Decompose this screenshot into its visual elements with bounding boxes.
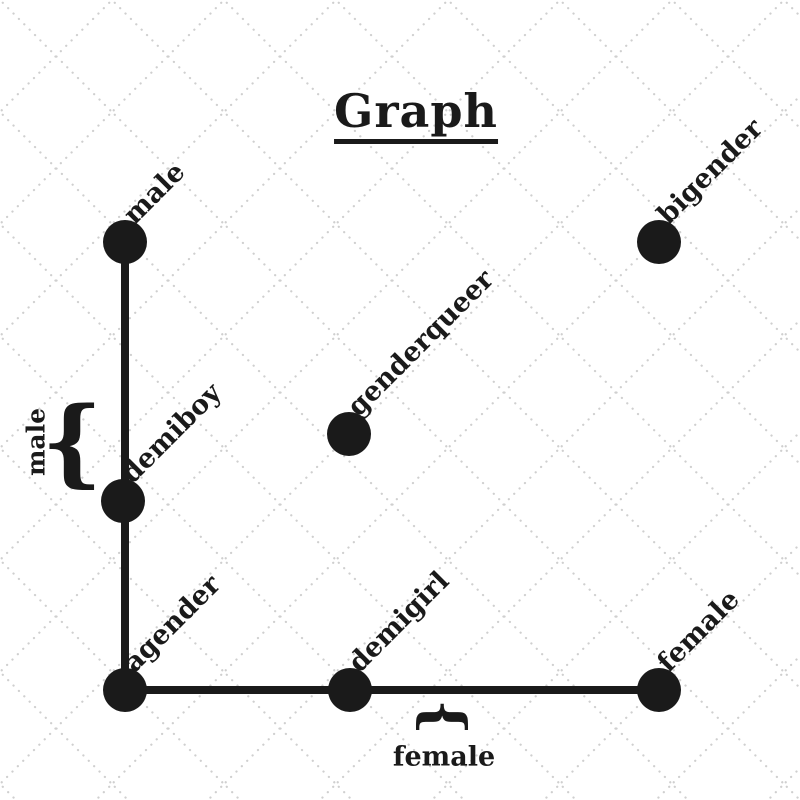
node-bigender-dot xyxy=(637,220,681,264)
node-agender-dot xyxy=(103,668,147,712)
node-genderqueer-dot xyxy=(327,412,371,456)
left-brace-icon: { xyxy=(41,386,103,498)
edge-agender-demigirl-female xyxy=(125,686,659,694)
node-male-dot xyxy=(103,220,147,264)
node-demiboy-dot xyxy=(101,479,145,523)
bottom-brace-icon: { xyxy=(411,698,477,736)
node-female-dot xyxy=(637,668,681,712)
page-title: Graph xyxy=(334,84,498,144)
page-title-text: Graph xyxy=(334,84,498,144)
bottom-brace-label: female xyxy=(392,741,496,773)
edge-male-demiboy-agender xyxy=(121,242,129,690)
left-brace-label: male xyxy=(21,407,51,477)
node-demigirl-dot xyxy=(328,668,372,712)
